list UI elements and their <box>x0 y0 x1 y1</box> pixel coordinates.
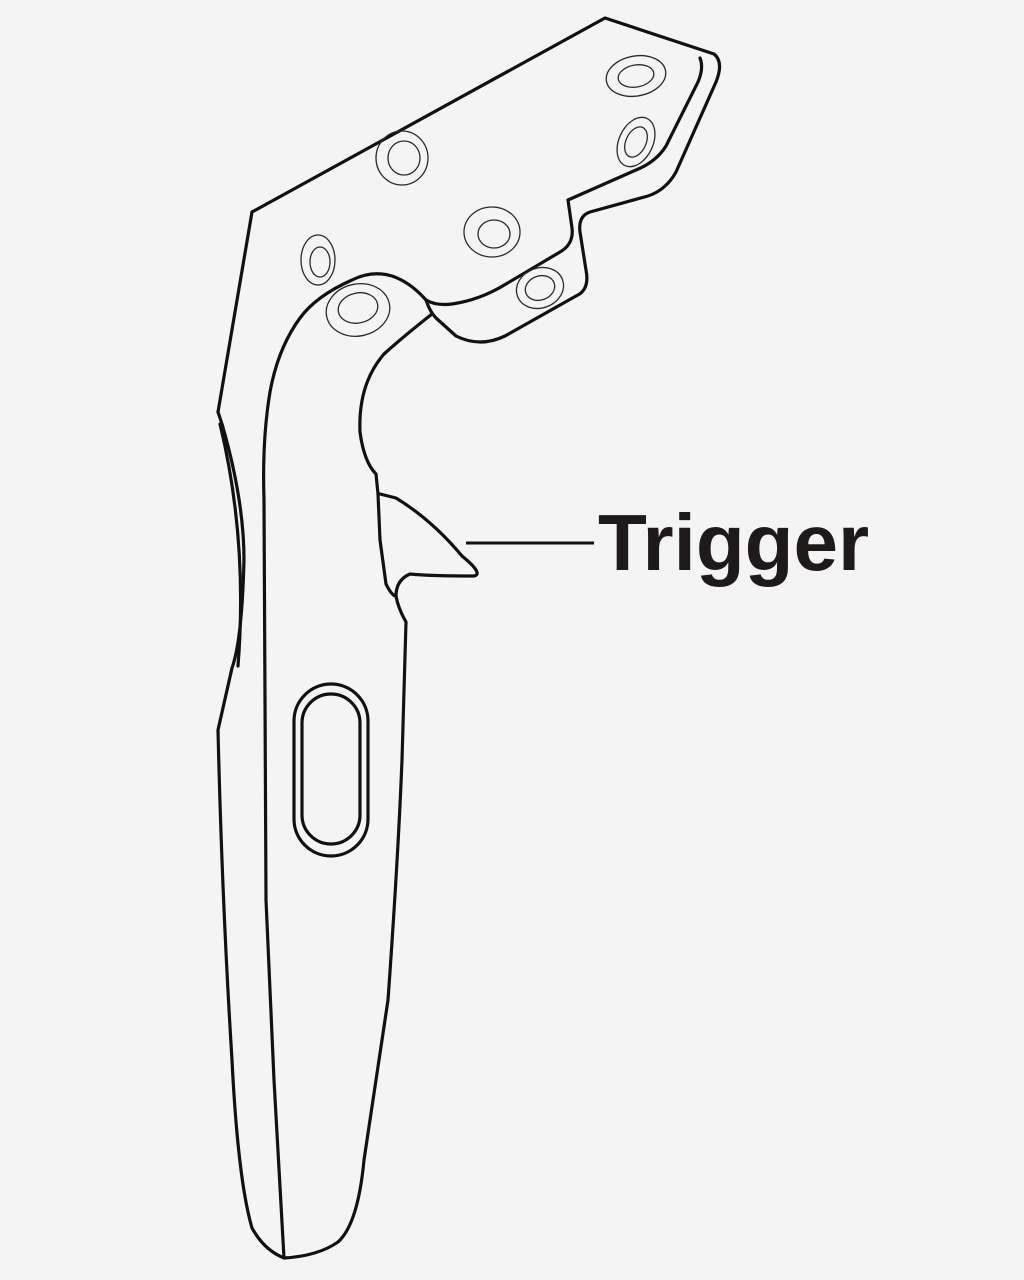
sensor-dimple <box>616 116 656 168</box>
sensor-dimple <box>375 130 429 186</box>
trigger-label: Trigger <box>598 498 869 587</box>
grip-front-edge <box>216 410 286 1260</box>
head-inner-rim <box>424 56 704 307</box>
sensor-dimples <box>300 54 667 337</box>
grip-button-inner <box>300 692 362 846</box>
sensor-dimple <box>325 283 391 337</box>
sensor-dimple <box>300 234 336 286</box>
grip-seam <box>358 312 434 598</box>
controller-outline <box>250 16 722 1260</box>
trigger-shape <box>378 492 479 598</box>
side-bulge <box>218 422 243 668</box>
sensor-dimple <box>463 206 521 258</box>
grip-button <box>292 682 370 858</box>
grip-button-outer <box>292 682 370 858</box>
left-edge <box>216 210 254 414</box>
sensor-dimple <box>605 54 667 98</box>
sensor-dimple <box>515 266 565 310</box>
